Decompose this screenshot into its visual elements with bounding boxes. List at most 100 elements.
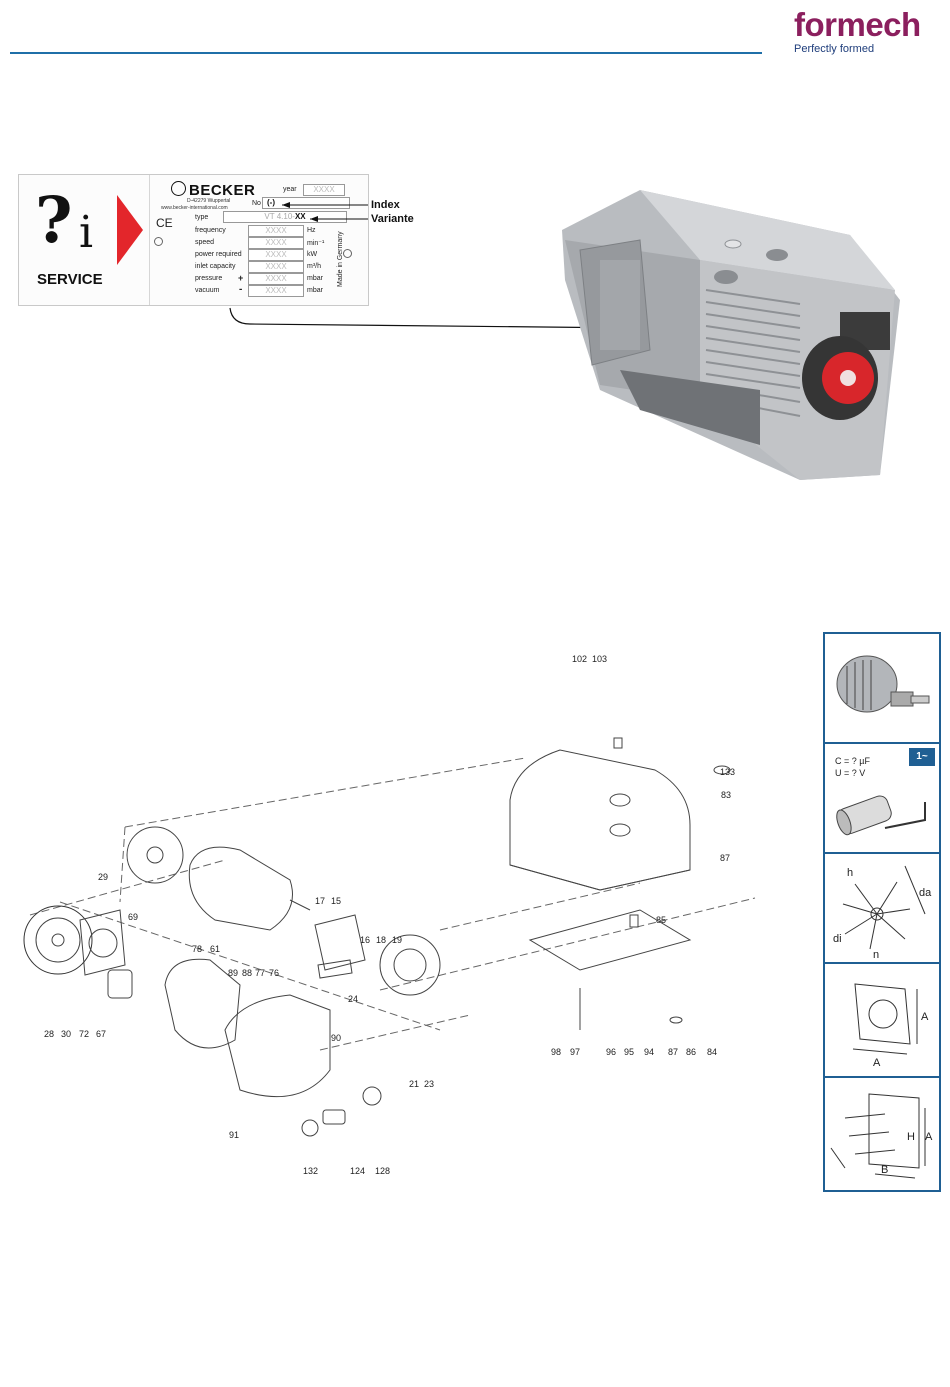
rotor-15 <box>314 914 366 971</box>
part-number: 89 <box>228 968 239 978</box>
frequency-label: frequency <box>195 227 226 234</box>
part-number: 17 <box>315 896 326 906</box>
stud-85 <box>629 914 639 928</box>
vacuum-value: XXXX <box>248 285 304 297</box>
pressure-label: pressure <box>195 275 223 282</box>
single-phase-badge: 1~ <box>909 748 935 766</box>
power-label: power required <box>195 251 242 258</box>
frequency-value: XXXX <box>248 225 304 237</box>
end-plate-30 <box>79 909 126 976</box>
side-cover-61 <box>164 958 241 1049</box>
part-number: 30 <box>61 1029 72 1039</box>
part-number: 91 <box>229 1130 240 1140</box>
capacitor-cell: C = ? µF U = ? V 1~ <box>825 742 939 854</box>
part-number: 133 <box>720 767 736 777</box>
part-number: 124 <box>350 1166 366 1176</box>
terminal-dimension-cell: H A B <box>825 1076 939 1190</box>
vacuum-unit: mbar <box>307 287 323 294</box>
voltage-label: U = ? V <box>835 768 866 778</box>
capacitor-icon <box>836 795 926 836</box>
part-number: 18 <box>376 935 387 945</box>
type-value-suffix: XX <box>294 212 306 221</box>
main-housing-83 <box>509 749 691 891</box>
valve-cap-128 <box>362 1086 382 1106</box>
vane-24 <box>317 959 353 979</box>
flange-dimension-icon: A A <box>852 983 929 1069</box>
exploded-parts-diagram <box>23 737 756 1137</box>
part-number: 87 <box>720 853 731 863</box>
fan-hood-91 <box>224 994 331 1098</box>
terminal-dimension-icon: H A B <box>830 1093 933 1179</box>
part-number: 98 <box>551 1047 562 1057</box>
fan-di-label: di <box>833 933 842 945</box>
vacuum-label: vacuum <box>195 287 220 294</box>
frequency-unit: Hz <box>307 227 316 234</box>
type-label: type <box>195 214 209 221</box>
part-number: 96 <box>606 1047 617 1057</box>
valve-124 <box>322 1109 346 1125</box>
part-number: 21 <box>409 1079 420 1089</box>
index-callout: Index <box>371 199 400 211</box>
fan-n-label: n <box>873 949 879 961</box>
part-number: 94 <box>644 1047 655 1057</box>
no-value: (-) <box>262 197 350 209</box>
part-number: 78 <box>192 944 203 954</box>
variante-callout: Variante <box>371 213 414 225</box>
red-arrow-icon <box>117 195 143 265</box>
part-number: 76 <box>269 968 280 978</box>
inlet-capacity-unit: m³/h <box>307 263 321 270</box>
speed-unit: min⁻¹ <box>307 240 325 247</box>
part-number: 132 <box>303 1166 319 1176</box>
fan-h-label: h <box>847 867 853 879</box>
speed-label: speed <box>195 239 215 246</box>
manufacturer-website: www.becker-international.com <box>161 205 228 211</box>
inlet-capacity-label: inlet capacity <box>195 263 236 270</box>
part-number: 90 <box>331 1033 342 1043</box>
capacitance-label: C = ? µF <box>835 756 870 766</box>
part-number: 19 <box>392 935 403 945</box>
part-number: 67 <box>96 1029 107 1039</box>
part-number: 87 <box>668 1047 679 1057</box>
screw-102 <box>613 737 623 749</box>
part-number: 16 <box>360 935 371 945</box>
becker-brand: BECKER <box>171 181 255 199</box>
part-number: 15 <box>331 896 342 906</box>
becker-name: BECKER <box>189 182 256 199</box>
pump-photo-area <box>229 190 900 480</box>
pressure-unit: mbar <box>307 275 323 282</box>
power-unit: kW <box>307 251 318 258</box>
service-label: SERVICE <box>37 271 103 288</box>
type-value-prefix: VT 4.10- <box>264 212 295 221</box>
part-number: 86 <box>686 1047 697 1057</box>
terminal-a-label: A <box>925 1131 933 1143</box>
ce-mark: CE <box>156 216 173 230</box>
part-number: 103 <box>592 654 608 664</box>
logo-tagline: Perfectly formed <box>794 43 875 55</box>
inlet-capacity-value: XXXX <box>248 261 304 273</box>
formech-logo: formech Perfectly formed <box>794 8 939 56</box>
part-number: 128 <box>375 1166 391 1176</box>
fan-da-label: da <box>919 887 932 899</box>
terminal-h-label: H <box>907 1131 915 1143</box>
terminal-b-label: B <box>881 1164 888 1176</box>
fan-dimension-icon: h da di n <box>833 865 932 961</box>
part-number: 97 <box>570 1047 581 1057</box>
becker-logo-icon <box>171 181 186 196</box>
nut-133 <box>713 765 731 775</box>
plug-132 <box>301 1119 319 1137</box>
part-number: 95 <box>624 1047 635 1057</box>
question-mark-icon: ? <box>35 183 73 258</box>
motor-icon <box>836 655 930 713</box>
electric-motor <box>188 846 293 931</box>
drive-gear-28 <box>23 905 93 975</box>
part-number: 77 <box>255 968 266 978</box>
part-number: 23 <box>424 1079 435 1089</box>
info-icon: i <box>79 207 94 258</box>
part-number: 85 <box>656 915 667 925</box>
flange-dimension-cell: A A <box>825 962 939 1078</box>
flange-a-label-2: A <box>921 1011 929 1023</box>
manufacturer-address: D-42279 Wuppertal <box>187 198 231 204</box>
service-rating-plate: ? i SERVICE BECKER D-42279 Wuppertal www… <box>18 174 369 306</box>
mounting-hole-right <box>343 249 352 258</box>
flange-a-label-1: A <box>873 1057 881 1069</box>
